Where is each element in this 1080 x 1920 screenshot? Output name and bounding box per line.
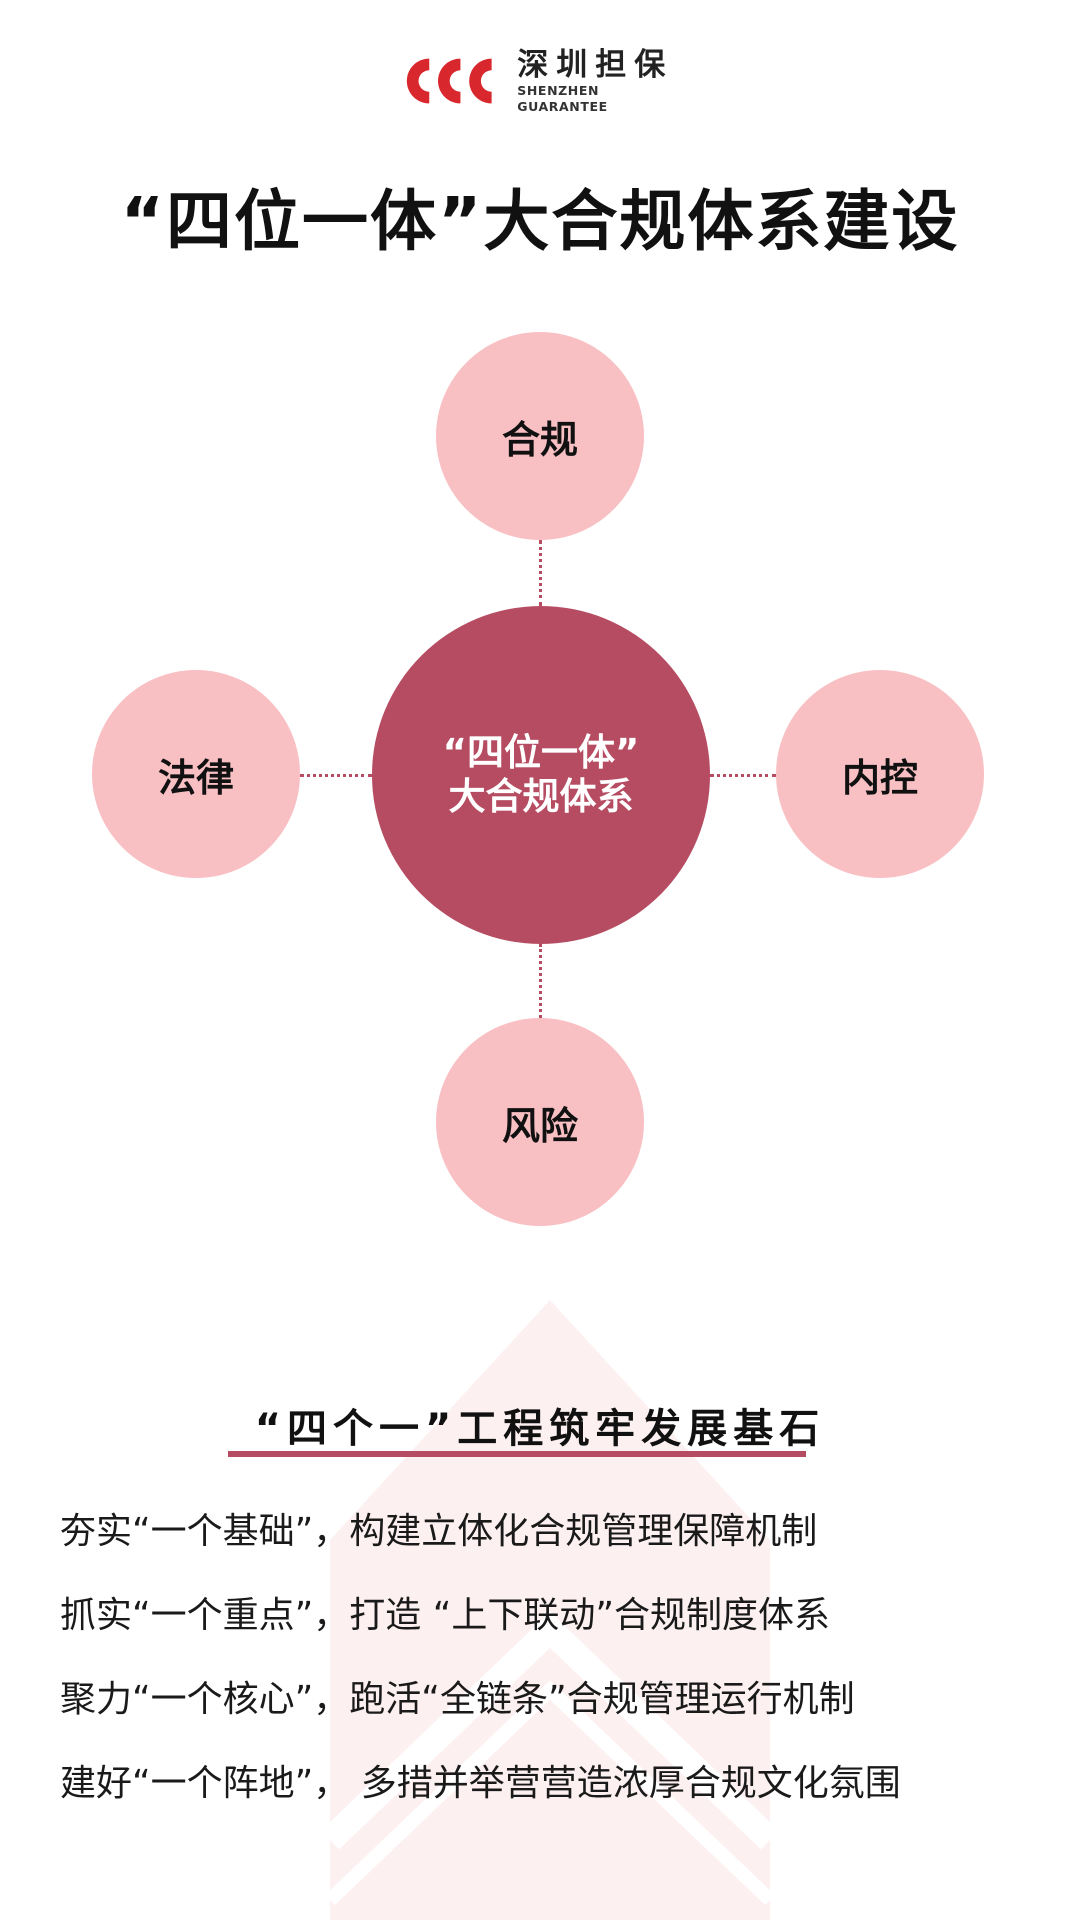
logo-text: 深圳担保 SHENZHEN GUARANTEE: [517, 47, 690, 115]
connector-right: [710, 774, 776, 777]
node-law-label: 法律: [157, 755, 234, 800]
logo-chinese-name: 深圳担保: [517, 47, 674, 83]
node-risk: 风险: [436, 1018, 644, 1226]
key-point: 抓实“一个重点”，打造 “上下联动”合规制度体系: [60, 1595, 831, 1636]
node-risk-label: 风险: [501, 1103, 578, 1148]
center-label-line1: “四位一体”: [442, 731, 640, 774]
node-internal-control-label: 内控: [841, 755, 918, 800]
section-title: “四个一”工程筑牢发展基石: [254, 1406, 826, 1452]
connector-top: [539, 540, 542, 606]
page-title: “四位一体”大合规体系建设: [120, 183, 960, 260]
key-point: 建好“一个阵地”， 多措并举营营造浓厚合规文化氛围: [60, 1763, 901, 1804]
four-in-one-diagram: 合规 法律 内控 风险 “四位一体” 大合规体系: [92, 332, 984, 1226]
brand-logo: 深圳担保 SHENZHEN GUARANTEE: [400, 47, 690, 115]
node-compliance-label: 合规: [501, 417, 578, 462]
connector-bottom: [539, 944, 542, 1018]
node-compliance: 合规: [436, 332, 644, 540]
node-center: “四位一体” 大合规体系: [372, 606, 710, 944]
section-title-underline: [228, 1451, 806, 1457]
logo-english-name: SHENZHEN GUARANTEE: [517, 83, 608, 114]
node-law: 法律: [92, 670, 300, 878]
ccgc-logo-mark-icon: [406, 58, 492, 104]
node-internal-control: 内控: [776, 670, 984, 878]
connector-left: [300, 774, 372, 777]
key-point: 夯实“一个基础”，构建立体化合规管理保障机制: [60, 1511, 818, 1552]
key-points-list: 夯实“一个基础”，构建立体化合规管理保障机制 抓实“一个重点”，打造 “上下联动…: [60, 1502, 1070, 1838]
key-point: 聚力“一个核心”，跑活“全链条”合规管理运行机制: [60, 1679, 855, 1720]
center-label-line2: 大合规体系: [448, 775, 634, 818]
